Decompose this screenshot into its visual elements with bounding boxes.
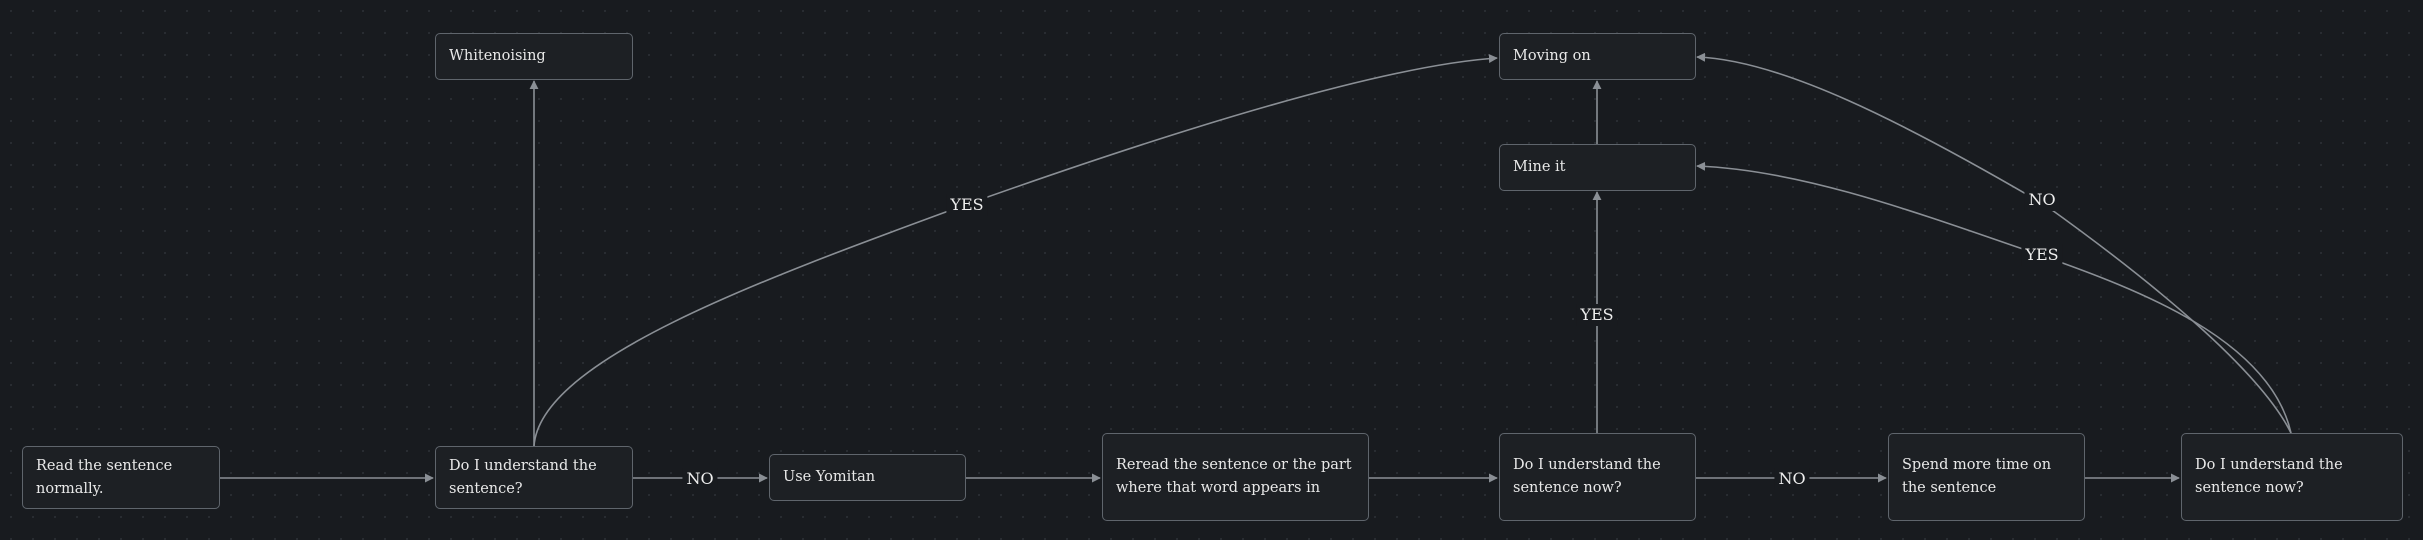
edge-understand1-to-moving-on <box>533 54 1498 447</box>
node-use-yomitan[interactable]: Use Yomitan <box>769 454 966 501</box>
node-whitenoising-label: Whitenoising <box>449 48 546 64</box>
edge-label-understand3-yes: YES <box>2021 244 2063 266</box>
node-reread[interactable]: Reread the sentence or the part where th… <box>1102 433 1369 521</box>
edge-label-understand2-no: NO <box>1774 468 1810 490</box>
node-use-yomitan-label: Use Yomitan <box>783 469 876 485</box>
node-understand-1[interactable]: Do I understand the sentence? <box>435 446 633 509</box>
node-understand-3[interactable]: Do I understand the sentence now? <box>2181 433 2403 521</box>
node-understand-3-label: Do I understand the sentence now? <box>2195 457 2343 496</box>
edge-understand3-to-moving-on <box>1696 52 2292 434</box>
node-read-sentence[interactable]: Read the sentence normally. <box>22 446 220 509</box>
node-reread-label: Reread the sentence or the part where th… <box>1116 457 1352 496</box>
edge-understand3-to-mine <box>1696 161 2292 434</box>
node-moving-on[interactable]: Moving on <box>1499 33 1696 80</box>
node-spend-time[interactable]: Spend more time on the sentence <box>1888 433 2085 521</box>
node-understand-2[interactable]: Do I understand the sentence now? <box>1499 433 1696 521</box>
node-moving-on-label: Moving on <box>1513 48 1591 64</box>
node-spend-time-label: Spend more time on the sentence <box>1902 457 2052 496</box>
edge-label-understand2-yes: YES <box>1576 304 1618 326</box>
node-whitenoising[interactable]: Whitenoising <box>435 33 633 80</box>
node-mine-it-label: Mine it <box>1513 159 1566 175</box>
edge-label-understand3-no: NO <box>2024 189 2060 211</box>
edge-label-understand1-yes: YES <box>946 194 988 216</box>
node-mine-it[interactable]: Mine it <box>1499 144 1696 191</box>
node-understand-2-label: Do I understand the sentence now? <box>1513 457 1661 496</box>
node-understand-1-label: Do I understand the sentence? <box>449 457 597 497</box>
node-read-sentence-label: Read the sentence normally. <box>36 457 173 497</box>
edge-label-understand1-no: NO <box>682 468 718 490</box>
